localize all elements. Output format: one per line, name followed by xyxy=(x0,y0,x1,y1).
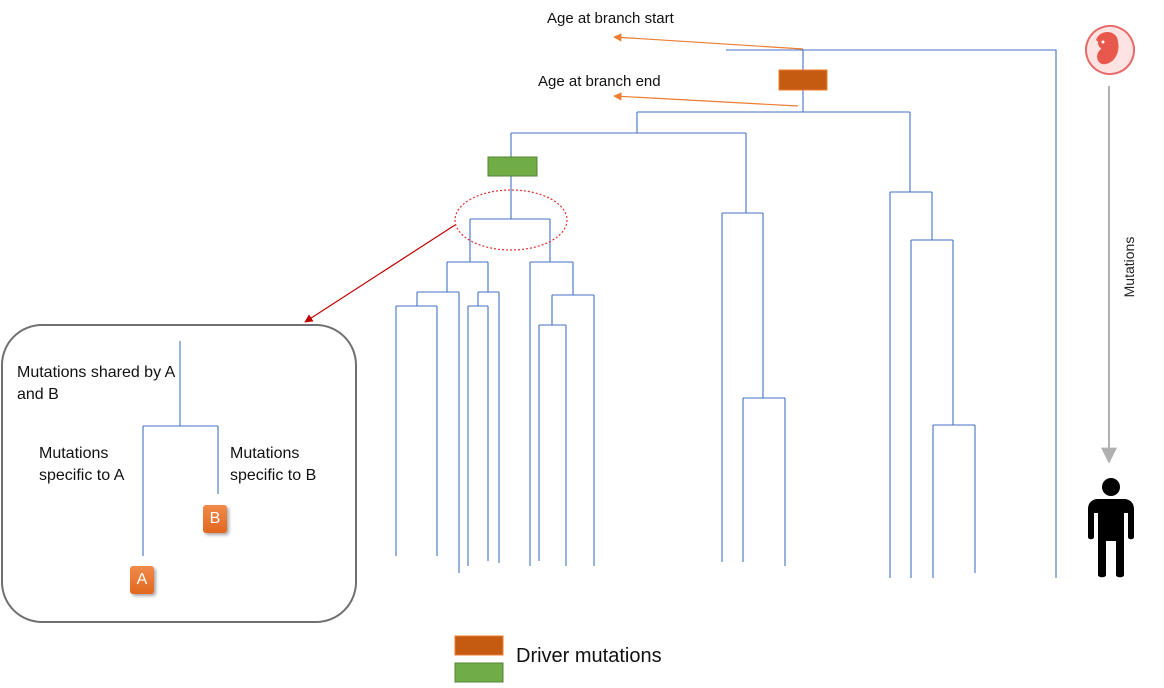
legend-label: Driver mutations xyxy=(516,645,662,667)
specific-a-label: Mutations specific to A xyxy=(39,445,125,484)
legend-swatch-green xyxy=(454,662,504,683)
driver-mutation-green xyxy=(487,156,538,177)
main-tree xyxy=(395,49,1057,578)
shared-mutations-label: Mutations shared by A and B xyxy=(17,364,175,403)
person-icon xyxy=(1088,478,1134,578)
branch-start-label: Age at branch start xyxy=(547,10,674,27)
root-branch xyxy=(726,49,1057,578)
inset-tree xyxy=(142,341,219,556)
highlight-ellipse xyxy=(454,189,568,251)
zoom-arrow xyxy=(304,224,456,323)
driver-mutation-orange xyxy=(778,69,828,91)
branch-end-arrow xyxy=(613,92,799,107)
mutations-axis-label: Mutations xyxy=(1121,236,1137,298)
specific-b-label: Mutations specific to B xyxy=(230,445,317,484)
inset-box xyxy=(1,324,357,623)
branch-end-label: Age at branch end xyxy=(538,73,661,90)
legend-swatch-orange xyxy=(454,635,504,656)
embryo-icon xyxy=(1085,25,1135,75)
branch-start-arrow xyxy=(613,33,804,50)
leaf-a-tag: A xyxy=(130,566,154,594)
leaf-b-tag: B xyxy=(203,505,227,533)
